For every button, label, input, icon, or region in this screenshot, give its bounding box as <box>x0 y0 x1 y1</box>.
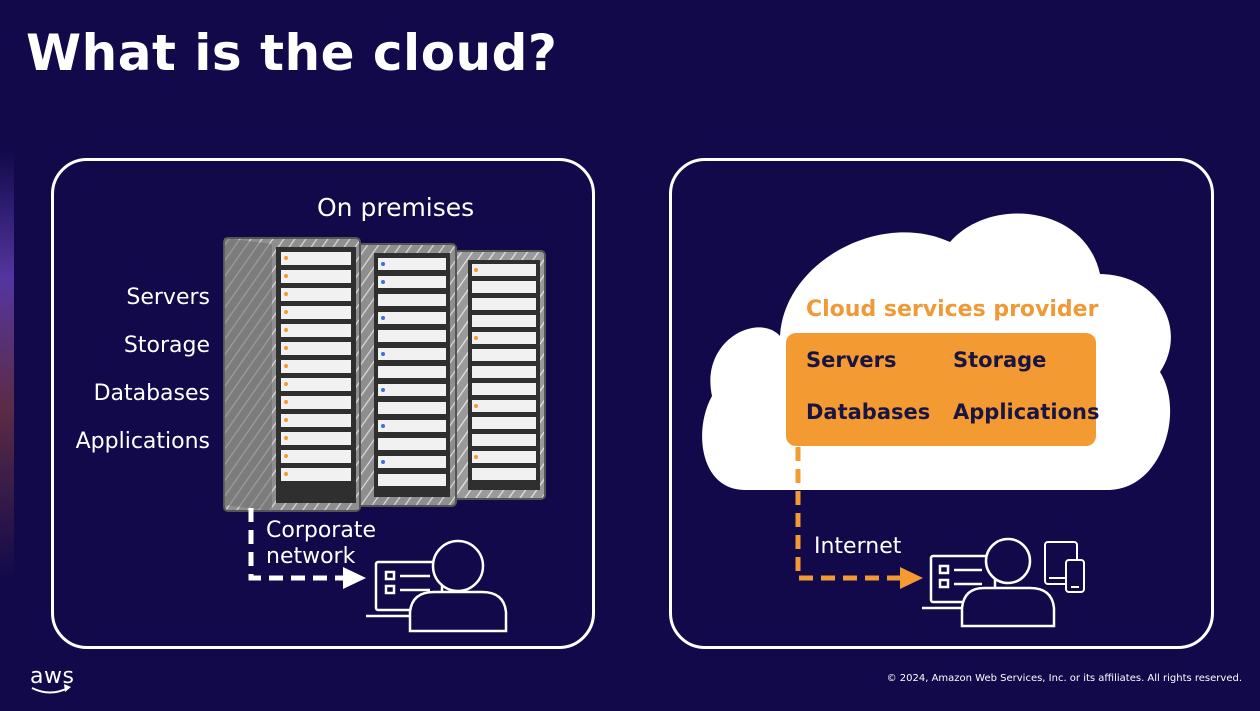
service-storage: Storage <box>953 348 1047 372</box>
list-item: Applications <box>75 429 210 454</box>
internet-label: Internet <box>814 534 902 559</box>
copyright-text: © 2024, Amazon Web Services, Inc. or its… <box>886 673 1242 684</box>
server-rack-icon <box>223 237 361 512</box>
cloud-panel <box>669 158 1214 649</box>
internet-arrow <box>795 447 923 589</box>
corporate-network-label: Corporate network <box>266 518 376 570</box>
on-premises-panel <box>51 158 595 649</box>
corporate-network-label-line1: Corporate <box>266 518 376 543</box>
list-item: Servers <box>126 285 210 310</box>
slide-title: What is the cloud? <box>26 24 558 82</box>
user-at-laptop-icon <box>922 537 1056 628</box>
tablet-phone-icon <box>1044 541 1085 593</box>
user-at-laptop-icon <box>366 539 508 633</box>
corporate-network-arrow <box>248 508 366 589</box>
cloud-provider-label: Cloud services provider <box>806 297 1099 322</box>
on-premises-list: Servers Storage Databases Applications <box>76 284 210 476</box>
aws-logo-text: aws <box>30 664 75 689</box>
server-rack-icon <box>452 250 546 500</box>
list-item: Storage <box>123 333 210 358</box>
on-premises-label: On premises <box>317 193 475 222</box>
aws-arrow-icon <box>64 684 71 692</box>
service-applications: Applications <box>953 400 1100 424</box>
server-rack-icon <box>357 243 457 507</box>
cloud-services-box: Servers Storage Databases Applications <box>786 333 1100 446</box>
corporate-network-label-line2: network <box>266 544 356 569</box>
aws-logo: aws <box>30 664 74 689</box>
service-databases: Databases <box>806 400 931 424</box>
service-servers: Servers <box>806 348 897 372</box>
edge-glow-decoration <box>0 150 14 580</box>
list-item: Databases <box>93 381 210 406</box>
